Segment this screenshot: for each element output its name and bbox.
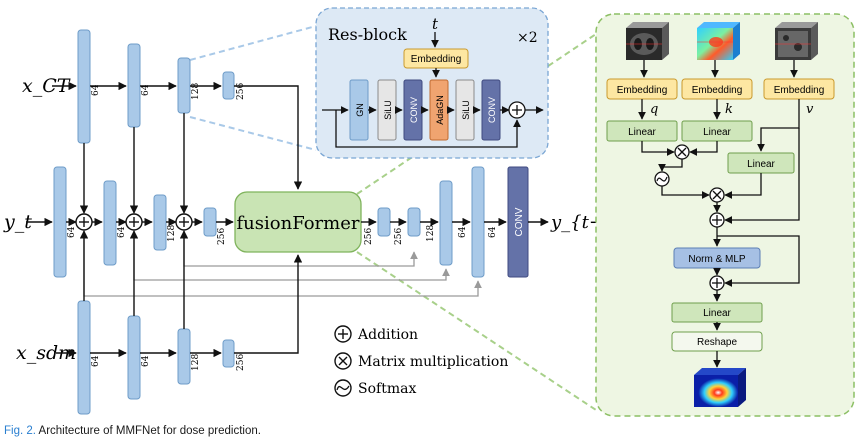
residual-add-node-1 bbox=[709, 212, 725, 228]
main-block-1-channels: 64 bbox=[67, 226, 77, 238]
legend: Addition Matrix multiplication Softmax bbox=[334, 325, 508, 397]
ct-block-1 bbox=[77, 29, 91, 144]
ct-block-3 bbox=[177, 57, 191, 114]
sdm-encoder: x_sdm 64 64 128 256 bbox=[16, 230, 303, 415]
main-block-4 bbox=[203, 207, 217, 237]
main-row: y_t 64 64 128 256 bbox=[3, 166, 627, 278]
sdm-block-3 bbox=[177, 328, 191, 385]
addition-node-2 bbox=[125, 213, 143, 231]
ct-block-2-channels: 64 bbox=[141, 84, 151, 96]
res-block-panel: Res-block ×2 t Embedding GN SiLU CONV Ad… bbox=[315, 7, 549, 159]
attn-v-matmul-node bbox=[709, 187, 725, 203]
input-sdm-label: x_sdm bbox=[16, 342, 76, 364]
res-layer-conv-2-label: CONV bbox=[487, 97, 497, 123]
figure-caption: Fig. 2. Architecture of MMFNet for dose … bbox=[4, 425, 261, 437]
res-block-repeat: ×2 bbox=[517, 30, 538, 46]
dec-block-2-channels: 256 bbox=[394, 228, 404, 245]
sdm-block-4 bbox=[222, 339, 235, 368]
ct-encoder: x_CT 64 64 128 256 bbox=[22, 29, 303, 214]
res-layer-gn-label: GN bbox=[355, 103, 365, 117]
ct-block-4 bbox=[222, 71, 235, 100]
legend-addition: Addition bbox=[357, 327, 418, 343]
ct-block-2 bbox=[127, 43, 141, 128]
figure-caption-text: Architecture of MMFNet for dose predicti… bbox=[38, 425, 261, 437]
res-layer-conv-1-label: CONV bbox=[409, 97, 419, 123]
res-block-embedding-label: Embedding bbox=[411, 54, 462, 65]
res-layer-adagn-label: AdaGN bbox=[435, 95, 445, 125]
addition-icon bbox=[334, 325, 352, 343]
ct-image-thumbnail bbox=[626, 22, 669, 60]
ct-block-1-channels: 64 bbox=[91, 84, 101, 96]
main-block-2 bbox=[103, 180, 117, 266]
dec-block-3 bbox=[439, 180, 453, 266]
res-block-title: Res-block bbox=[328, 25, 407, 44]
addition-node-3 bbox=[175, 213, 193, 231]
q-embedding-label: Embedding bbox=[617, 85, 668, 96]
dec-block-1 bbox=[377, 207, 391, 237]
k-linear-label: Linear bbox=[703, 127, 731, 138]
reshape-label: Reshape bbox=[697, 337, 737, 348]
yt-image-thumbnail bbox=[775, 22, 818, 60]
v-label: v bbox=[806, 102, 814, 117]
main-block-4-channels: 256 bbox=[217, 228, 227, 245]
ct-block-4-channels: 256 bbox=[236, 83, 246, 100]
attention-panel: Embedding Embedding Embedding q k v Line… bbox=[595, 13, 855, 417]
qk-matmul-node bbox=[674, 144, 690, 160]
residual-add-node-2 bbox=[709, 275, 725, 291]
norm-mlp-label: Norm & MLP bbox=[688, 254, 746, 265]
softmax-icon bbox=[334, 379, 352, 397]
dec-block-4-channels: 64 bbox=[458, 226, 468, 238]
res-layer-silu-1-label: SiLU bbox=[383, 100, 393, 120]
main-block-3-channels: 128 bbox=[167, 225, 177, 242]
softmax-node bbox=[654, 171, 670, 187]
main-block-2-channels: 64 bbox=[117, 226, 127, 238]
res-block-time: t bbox=[432, 15, 439, 33]
output-conv-label: CONV bbox=[514, 207, 525, 236]
figure-number: Fig. 2. bbox=[4, 425, 36, 437]
res-layer-silu-2-label: SiLU bbox=[461, 100, 471, 120]
sdm-block-2-channels: 64 bbox=[141, 355, 151, 367]
legend-softmax: Softmax bbox=[358, 381, 416, 397]
sdm-block-3-channels: 128 bbox=[191, 354, 201, 371]
dose-output-thumbnail bbox=[694, 368, 746, 407]
sdm-block-1 bbox=[77, 300, 91, 415]
dec-block-2 bbox=[407, 207, 421, 237]
sdm-block-2 bbox=[127, 315, 141, 400]
k-label: k bbox=[725, 102, 733, 117]
res-addition-node bbox=[508, 101, 526, 119]
v-embedding-label: Embedding bbox=[774, 85, 825, 96]
q-label: q bbox=[650, 102, 658, 117]
v-linear-label: Linear bbox=[747, 159, 775, 170]
main-block-3 bbox=[153, 194, 167, 251]
dec-block-1-channels: 256 bbox=[364, 228, 374, 245]
q-linear-label: Linear bbox=[628, 127, 656, 138]
k-embedding-label: Embedding bbox=[692, 85, 743, 96]
input-ct-label: x_CT bbox=[22, 75, 71, 97]
dec-block-4 bbox=[471, 166, 485, 278]
addition-node-1 bbox=[75, 213, 93, 231]
fusion-former-label: fusionFormer bbox=[237, 213, 360, 234]
legend-matmul: Matrix multiplication bbox=[358, 354, 508, 370]
sdm-block-4-channels: 256 bbox=[236, 354, 246, 371]
sdm-block-1-channels: 64 bbox=[91, 355, 101, 367]
input-yt-label: y_t bbox=[3, 211, 32, 233]
dec-block-5-channels: 64 bbox=[488, 226, 498, 238]
output-linear-label: Linear bbox=[703, 308, 731, 319]
ct-block-3-channels: 128 bbox=[191, 83, 201, 100]
sdm-heatmap-thumbnail bbox=[697, 22, 740, 60]
main-block-1 bbox=[53, 166, 67, 278]
dec-block-3-channels: 128 bbox=[426, 225, 436, 242]
matmul-icon bbox=[334, 352, 352, 370]
